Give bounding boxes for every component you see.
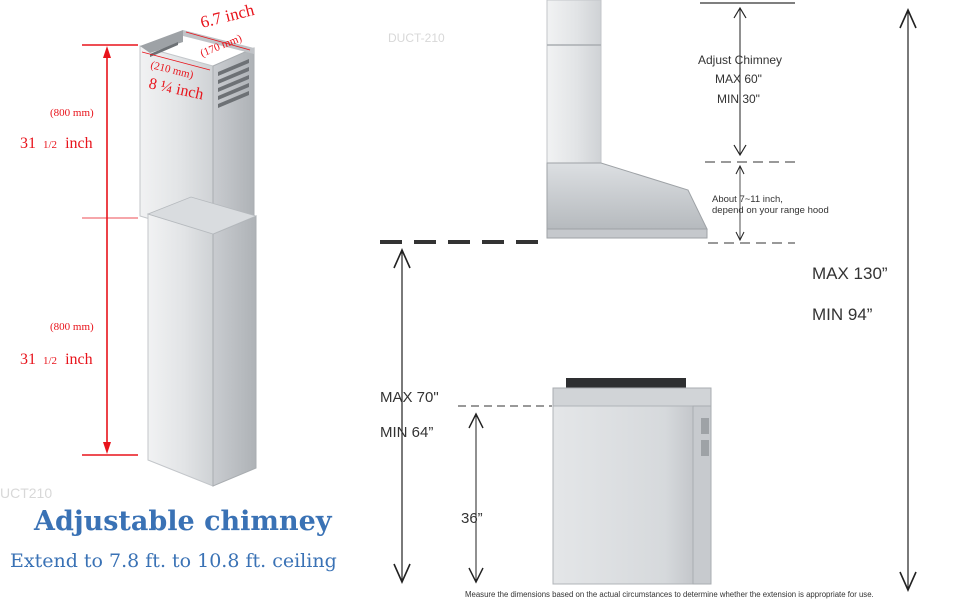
- stove-height-label: 36”: [461, 510, 483, 527]
- range-hood-illustration: [546, 0, 708, 239]
- chimney-dimension-lines: [82, 31, 251, 456]
- total-min-label: MIN 94”: [812, 305, 873, 324]
- hood-note-line-1: About 7~11 inch,: [712, 194, 783, 205]
- mount-max-label: MAX 70": [380, 389, 439, 406]
- watermark-bottom: UCT210: [0, 485, 52, 501]
- chimney-illustration: [139, 30, 258, 487]
- headline-subtitle: Extend to 7.8 ft. to 10.8 ft. ceiling: [10, 550, 337, 572]
- hood-note-line-2: depend on your range hood: [712, 205, 829, 216]
- lower-mm-label: (800 mm): [50, 321, 94, 333]
- lower-inch-label: 31 1/2 inch: [20, 351, 93, 368]
- upper-mm-label: (800 mm): [50, 107, 94, 119]
- mount-min-label: MIN 64”: [380, 424, 433, 441]
- headline-title: Adjustable chimney: [33, 506, 333, 537]
- reference-lines: [380, 2, 795, 407]
- adjust-chimney-label: Adjust Chimney: [698, 53, 782, 67]
- adjust-max-label: MAX 60": [715, 72, 762, 86]
- footnote: Measure the dimensions based on the actu…: [465, 590, 874, 599]
- adjust-min-label: MIN 30": [717, 92, 760, 106]
- stove-illustration: [552, 378, 712, 585]
- watermark-top: DUCT-210: [388, 31, 445, 45]
- upper-inch-label: 31 1/2 inch: [20, 135, 93, 152]
- total-max-label: MAX 130”: [812, 264, 888, 283]
- width-inch-label: 6.7 inch: [198, 0, 256, 32]
- dimension-arrows: [393, 6, 917, 592]
